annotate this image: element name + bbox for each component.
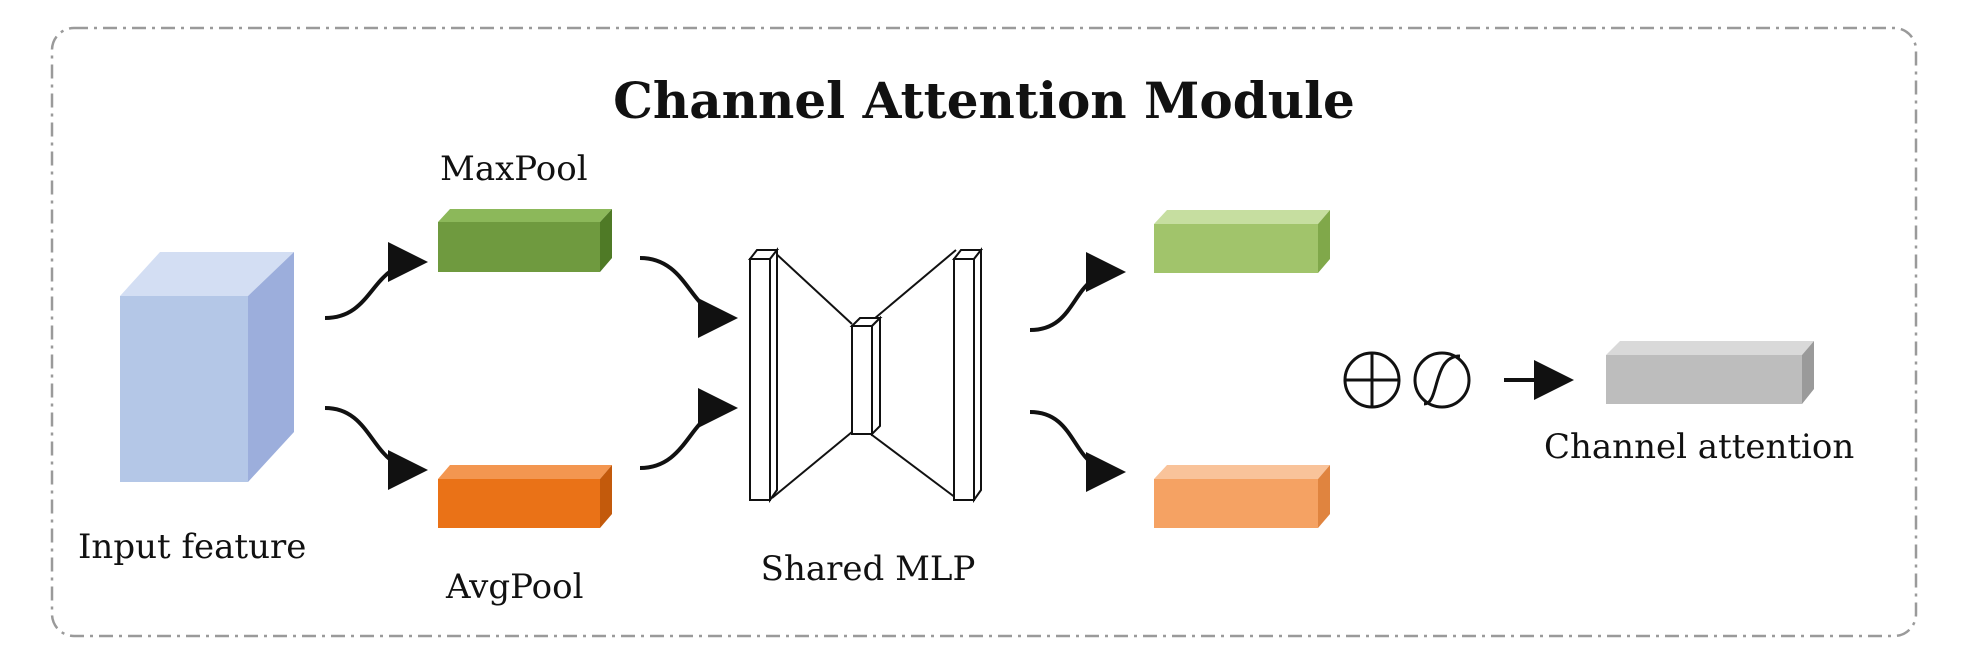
arrow-input-to-avgpool [324, 406, 428, 490]
maxpool-block [438, 209, 612, 272]
element-wise-sum-icon [1343, 351, 1401, 409]
diagram-title: Channel Attention Module [613, 71, 1355, 130]
mlp-connector-line [867, 431, 957, 499]
input-feature-cube-front [120, 296, 248, 482]
avgpool-block [438, 465, 612, 528]
avgpool-label: AvgPool [445, 567, 583, 607]
channel-attention-block-side [1802, 341, 1814, 404]
maxpool-block-side [600, 209, 612, 272]
input-feature-cube [120, 252, 294, 482]
maxpool-block-top [438, 209, 612, 222]
maxpool-output-block-top [1154, 210, 1330, 224]
channel-attention-block-top [1606, 341, 1814, 355]
mlp-input-layer [749, 258, 771, 501]
mlp-output-layer-side [973, 247, 982, 504]
avgpool-output-block-top [1154, 465, 1330, 479]
shared-mlp [747, 247, 984, 504]
mlp-connector-line [771, 249, 853, 325]
avgpool-block-front [438, 479, 600, 528]
input-feature-cube-top [120, 252, 294, 296]
maxpool-block-front [438, 222, 600, 272]
avgpool-block-top [438, 465, 612, 479]
channel-attention-label: Channel attention [1544, 427, 1854, 467]
maxpool-label: MaxPool [440, 149, 588, 189]
maxpool-output-block [1154, 210, 1330, 273]
arrow-maxpool-to-mlp [639, 256, 738, 338]
arrow-mlp-to-orange-output [1029, 410, 1126, 492]
module-border [50, 26, 1918, 638]
arrow-avgpool-to-mlp [639, 388, 738, 470]
mlp-connector-line [867, 249, 957, 325]
mlp-connector-line [771, 431, 853, 499]
input-feature-label: Input feature [78, 527, 306, 567]
arrow-mlp-to-green-output [1029, 252, 1126, 332]
input-feature-cube-side [248, 252, 294, 482]
mlp-hidden-layer [851, 325, 873, 435]
maxpool-output-block-side [1318, 210, 1330, 273]
channel-attention-block-front [1606, 355, 1802, 404]
avgpool-output-block [1154, 465, 1330, 528]
arrow-input-to-maxpool [324, 242, 428, 320]
mlp-output-layer [953, 258, 975, 501]
avgpool-output-block-front [1154, 479, 1318, 528]
channel-attention-block [1606, 341, 1814, 404]
mlp-hidden-layer-side [871, 315, 881, 437]
sigmoid-icon [1413, 351, 1471, 409]
avgpool-output-block-side [1318, 465, 1330, 528]
maxpool-output-block-front [1154, 224, 1318, 273]
mlp-input-layer-side [769, 247, 778, 504]
avgpool-block-side [600, 465, 612, 528]
shared-mlp-label: Shared MLP [761, 549, 976, 589]
